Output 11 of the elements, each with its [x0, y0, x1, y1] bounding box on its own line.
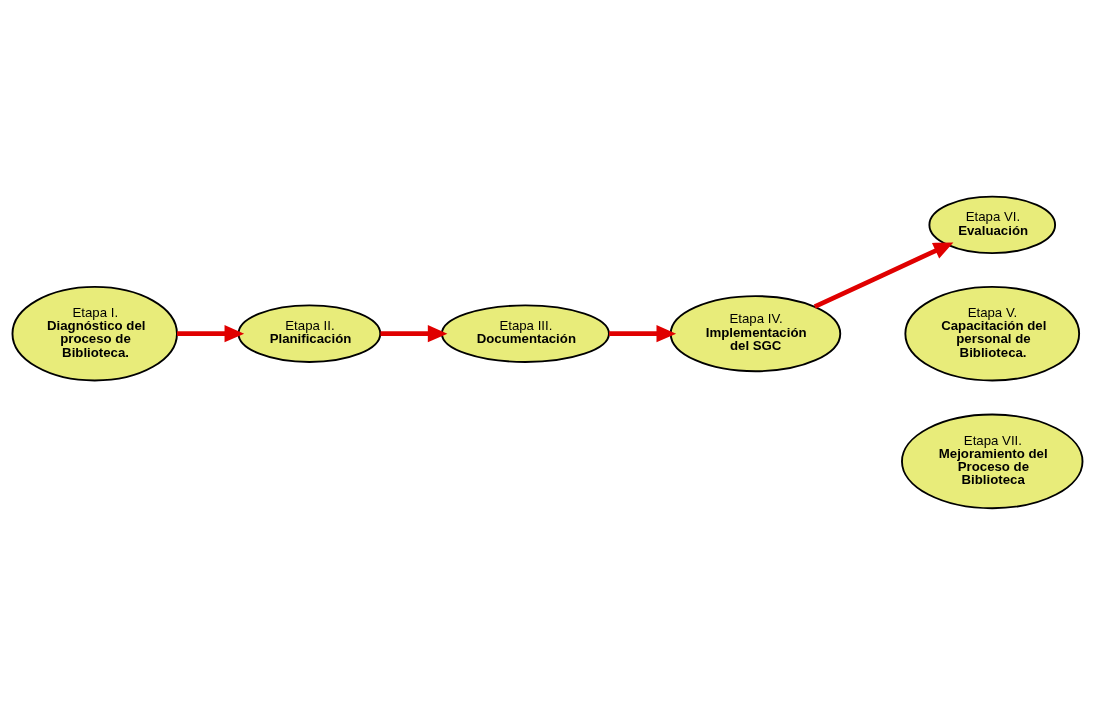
node-ellipse: Etapa I. Diagnóstico del proceso de Biblioteca.: [11, 285, 178, 381]
arrow: [813, 241, 954, 309]
arrow: [609, 324, 677, 342]
node-ellipse: Etapa VI. Evaluación: [928, 195, 1057, 254]
node-ellipse: Etapa IV. Implementación del SGC: [669, 294, 842, 372]
arrow: [380, 324, 448, 342]
node-ellipse: Etapa VII. Mejoramiento del Proceso de Biblioteca: [901, 413, 1084, 509]
node-ellipse: Etapa II. Planificación: [237, 303, 382, 363]
node-ellipse: Etapa III. Documentación: [440, 303, 610, 363]
arrow: [177, 324, 245, 342]
node-ellipse: Etapa V. Capacitación del personal de Biblioteca.: [904, 285, 1081, 381]
